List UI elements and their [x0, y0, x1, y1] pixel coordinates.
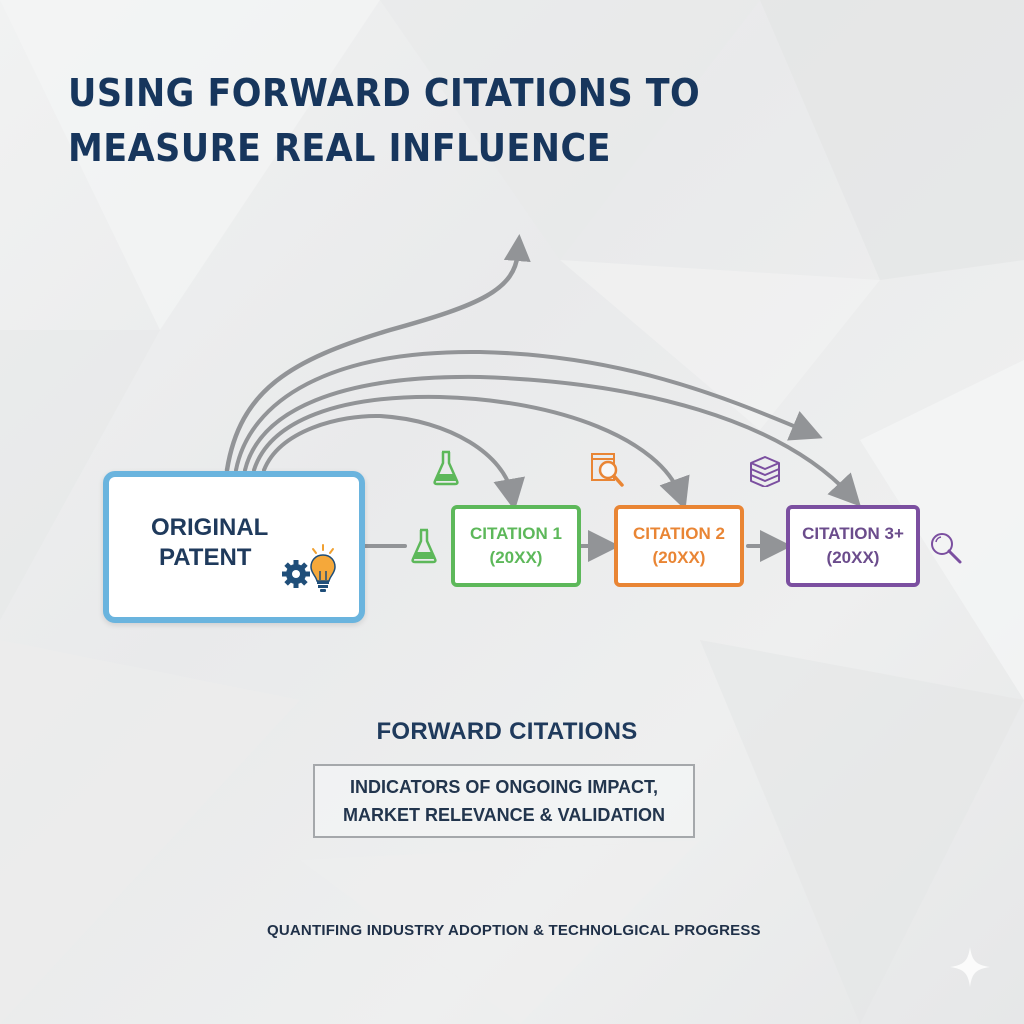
description-line-1: INDICATORS OF ONGOING IMPACT, [349, 777, 658, 797]
original-patent-label: ORIGINAL PATENT [151, 514, 269, 571]
citation-2-year: (20XX) [652, 548, 706, 567]
citation-1-year: (20XX) [489, 548, 543, 567]
magnifier-icon [931, 533, 962, 564]
description-box: INDICATORS OF ONGOING IMPACT, MARKET REL… [313, 764, 695, 838]
flask-icon [411, 528, 437, 564]
citation-3-box: CITATION 3+ (20XX) [786, 505, 920, 587]
lightbulb-icon [310, 544, 336, 592]
citation-3-year: (20XX) [826, 548, 880, 567]
document-search-icon [591, 453, 624, 487]
gear-icon [282, 560, 310, 588]
original-patent-box: ORIGINAL PATENT [103, 471, 365, 623]
description-line-2: MARKET RELEVANCE & VALIDATION [343, 805, 665, 825]
sparkle-icon [950, 947, 990, 987]
title-line-1: USING FORWARD CITATIONS TO [68, 71, 701, 115]
citation-3-title: CITATION 3+ [802, 524, 904, 543]
citation-1-title: CITATION 1 [470, 524, 562, 543]
footer-caption: QUANTIFING INDUSTRY ADOPTION & TECHNOLGI… [267, 922, 761, 939]
citation-2-title: CITATION 2 [633, 524, 725, 543]
stacked-books-icon [750, 456, 780, 487]
section-heading: FORWARD CITATIONS [376, 718, 638, 745]
citation-2-box: CITATION 2 (20XX) [614, 505, 744, 587]
page-title: USING FORWARD CITATIONS TO MEASURE REAL … [68, 66, 700, 176]
citation-1-box: CITATION 1 (20XX) [451, 505, 581, 587]
flask-icon [433, 450, 459, 486]
title-line-2: MEASURE REAL INFLUENCE [68, 126, 611, 170]
